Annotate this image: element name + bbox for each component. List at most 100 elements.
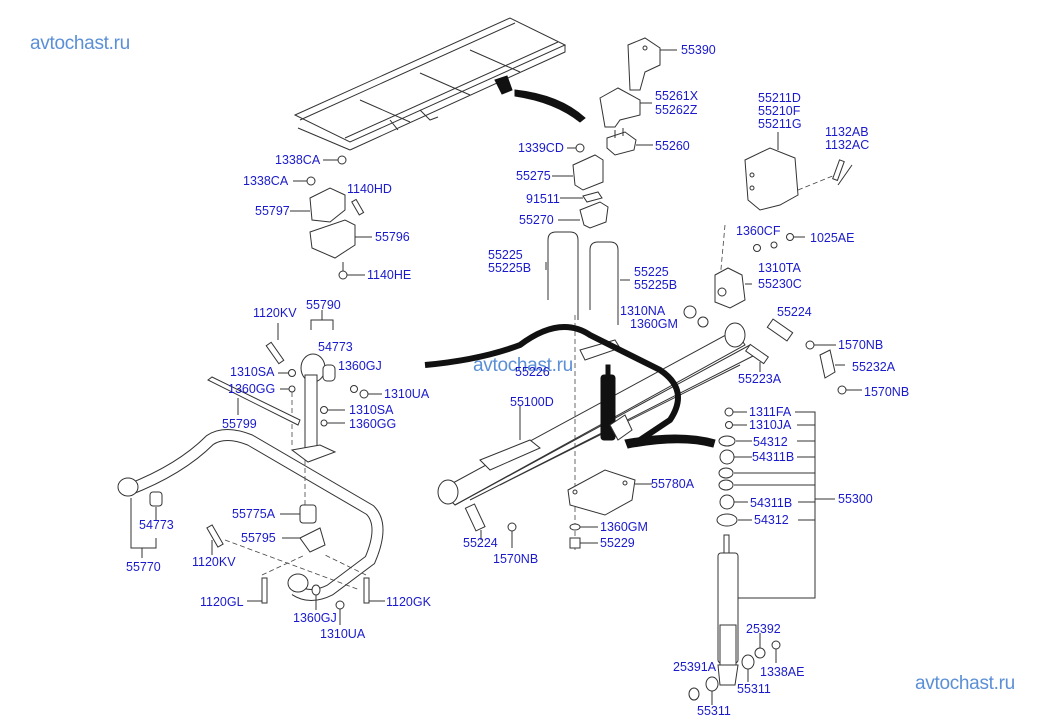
part-label[interactable]: 91511 [526, 192, 560, 206]
part-label[interactable]: 1140HE [367, 268, 412, 282]
part-label[interactable]: 55230C [758, 277, 802, 291]
shackle-55230c [714, 267, 752, 309]
shock-arrow [624, 434, 716, 449]
bracket-55261x [599, 87, 652, 128]
u-bolts-55225 [545, 231, 630, 325]
part-label[interactable]: 1310NA [620, 304, 666, 318]
part-label[interactable]: 55229 [600, 536, 635, 550]
part-label[interactable]: 55790 [306, 298, 341, 312]
part-label[interactable]: 55390 [681, 43, 716, 57]
nut-1310na [683, 305, 697, 319]
part-label[interactable]: 1120GL [200, 595, 244, 609]
part-label[interactable]: 55311 [697, 704, 731, 718]
part-label[interactable]: 55799 [222, 417, 257, 431]
bracket-55780a [567, 469, 652, 549]
part-label[interactable]: 1360GJ [338, 359, 382, 373]
part-label[interactable]: 1120KV [192, 555, 236, 569]
part-label[interactable]: 54773 [318, 340, 353, 354]
bracket-55211d [719, 132, 853, 281]
part-label[interactable]: 1025AE [810, 231, 855, 245]
bracket-55796 [309, 219, 372, 280]
part-label[interactable]: 55226 [515, 365, 550, 379]
part-label[interactable]: 1140HD [347, 182, 392, 196]
part-label[interactable]: 1339CD [518, 141, 564, 155]
part-label[interactable]: 25392 [746, 622, 781, 636]
part-label[interactable]: 1132AC [825, 138, 870, 152]
part-label[interactable]: 55311 [737, 682, 771, 696]
part-label[interactable]: 55210F [758, 104, 801, 118]
pad-55260 [606, 128, 653, 156]
part-label[interactable]: 55300 [838, 492, 873, 506]
chassis-frame-drawing [293, 17, 567, 151]
shock-absorber-dark [600, 364, 633, 441]
part-label[interactable]: 1570NB [838, 338, 884, 352]
part-label[interactable]: 1132AB [825, 125, 869, 139]
part-label[interactable]: 1310SA [230, 365, 275, 379]
part-label[interactable]: 54311B [750, 496, 793, 510]
part-label[interactable]: 55795 [241, 531, 276, 545]
part-label[interactable]: 1311FA [749, 405, 792, 419]
part-label[interactable]: 55224 [777, 305, 812, 319]
part-label[interactable]: 1570NB [864, 385, 910, 399]
part-label[interactable]: 55211D [758, 91, 801, 105]
part-label[interactable]: 55100D [510, 395, 554, 409]
part-label[interactable]: 1360GJ [293, 611, 337, 625]
part-label[interactable]: 55275 [516, 169, 551, 183]
watermark-center: avtochast.ru [473, 355, 573, 376]
part-label[interactable]: 55770 [126, 560, 161, 574]
part-label[interactable]: 1360GG [228, 382, 276, 396]
part-label[interactable]: 55796 [375, 230, 410, 244]
washer-1360gm [697, 316, 709, 328]
plate-91511 [560, 191, 603, 203]
pin-55224-upper [744, 318, 862, 395]
part-label[interactable]: 1570NB [493, 552, 539, 566]
bracket-55390 [627, 37, 677, 91]
part-label[interactable]: 1310JA [749, 418, 792, 432]
part-label[interactable]: 1360GM [600, 520, 648, 534]
part-label[interactable]: 1338CA [243, 174, 289, 188]
part-label[interactable]: 1120KV [253, 306, 297, 320]
part-label[interactable]: 54312 [753, 435, 788, 449]
part-label[interactable]: 55225B [634, 278, 678, 292]
part-label[interactable]: 55260 [655, 139, 690, 153]
part-label[interactable]: 1310TA [758, 261, 801, 275]
part-label[interactable]: 1310UA [384, 387, 430, 401]
part-label[interactable]: 55780A [651, 477, 695, 491]
watermark-top-left: avtochast.ru [30, 33, 130, 54]
bracket-55797 [290, 155, 365, 223]
part-label[interactable]: 55262Z [655, 103, 698, 117]
part-label[interactable]: 1338AE [760, 665, 805, 679]
nut-1339cd [567, 143, 585, 153]
part-label[interactable]: 55225 [634, 265, 669, 279]
part-label[interactable]: 1120GK [386, 595, 431, 609]
bumper-55270 [558, 201, 609, 229]
part-label[interactable]: 55232A [852, 360, 896, 374]
part-label[interactable]: 1360CF [736, 224, 781, 238]
part-label[interactable]: 1338CA [275, 153, 321, 167]
part-label[interactable]: 55270 [519, 213, 554, 227]
part-label[interactable]: 54312 [754, 513, 789, 527]
part-label[interactable]: 54773 [139, 518, 174, 532]
part-label[interactable]: 1360GM [630, 317, 678, 331]
part-label[interactable]: 55261X [655, 89, 699, 103]
part-label[interactable]: 1360GG [349, 417, 397, 431]
part-label[interactable]: 1310UA [320, 627, 366, 641]
shock-stack-55300 [688, 407, 835, 705]
bracket-55275 [552, 154, 604, 191]
stabilizer-link-curve [424, 324, 681, 443]
part-label[interactable]: 55797 [255, 204, 290, 218]
part-label[interactable]: 55223A [738, 372, 782, 386]
frame-arrow [514, 89, 586, 123]
stabilizer-bar-55770 [117, 429, 385, 625]
part-label[interactable]: 55775A [232, 507, 276, 521]
part-label[interactable]: 55225B [488, 261, 532, 275]
part-label[interactable]: 55225 [488, 248, 523, 262]
part-label[interactable]: 25391A [673, 660, 717, 674]
stabilizer-rod-55790 [207, 310, 382, 463]
part-label[interactable]: 55224 [463, 536, 498, 550]
part-label[interactable]: 55211G [758, 117, 802, 131]
part-label[interactable]: 1310SA [349, 403, 394, 417]
part-label[interactable]: 54311B [752, 450, 795, 464]
